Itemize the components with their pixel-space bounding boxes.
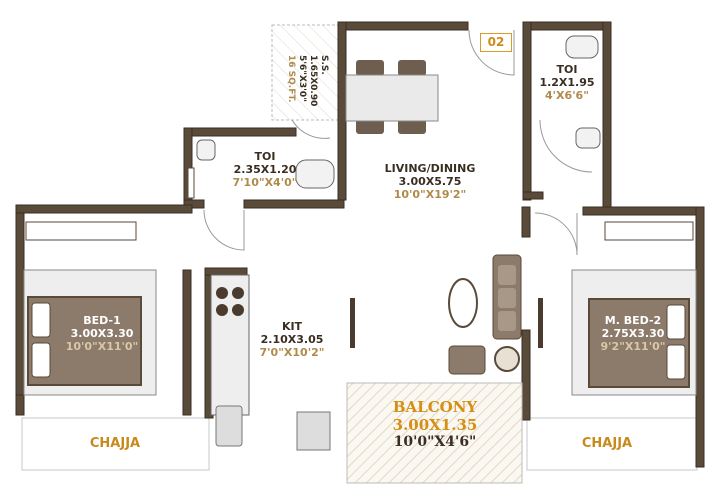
toilet-top-dim-ft: 4'X6'6" [545, 89, 589, 103]
balcony-dim-ft: 10'0"X4'6" [393, 434, 477, 450]
bed1-label: BED-1 3.00X3.30 10'0"X11'0" [52, 314, 152, 354]
service-shaft-area [271, 24, 339, 121]
service-shaft-area: 16 SQ.FT. [286, 55, 296, 103]
toilet-left-dim-ft: 7'10"X4'0" [232, 176, 298, 190]
kitchen-label: KIT 2.10X3.05 7'0"X10'2" [252, 320, 332, 360]
balcony-name: BALCONY [392, 398, 478, 416]
windows [25, 167, 694, 241]
toilet-top-dim-m: 1.2X1.95 [539, 76, 595, 90]
toilet-left-label: TOI 2.35X1.20 7'10"X4'0" [210, 150, 320, 190]
toilet-left-dim-m: 2.35X1.20 [233, 163, 297, 177]
toilet-left-name: TOI [254, 150, 276, 163]
bed1-dim-m: 3.00X3.30 [70, 327, 134, 341]
mbed2-dim-m: 2.75X3.30 [601, 327, 665, 341]
living-dining-name: LIVING/DINING [384, 162, 476, 175]
chajja-left-area [21, 417, 210, 471]
toilet-top-name: TOI [556, 63, 578, 76]
chajja-left-label: CHAJJA [89, 436, 141, 451]
sliding-doors [350, 298, 543, 348]
service-shaft-dim-ft: 5'6"X3'0" [297, 55, 307, 102]
service-shaft-dim-m: 1.65X0.90 [308, 55, 318, 107]
balcony-label: BALCONY 3.00X1.35 10'0"X4'6" [360, 398, 510, 451]
chajja-right-area [526, 417, 698, 471]
toilet-fixtures [196, 35, 601, 189]
sofa-set [448, 254, 522, 375]
kitchen-dim-ft: 7'0"X10'2" [259, 346, 325, 360]
bed1-name: BED-1 [83, 314, 121, 327]
service-shaft-label: S.S. 1.65X0.90 5'6"X3'0" 16 SQ.FT. [281, 30, 341, 110]
living-dining-dim-ft: 10'0"X19'2" [393, 188, 467, 202]
living-dining-dim-m: 3.00X5.75 [398, 175, 462, 189]
balcony-outline [346, 382, 523, 484]
balcony-dim-m: 3.00X1.35 [392, 416, 478, 434]
mbed2-label: M. BED-2 2.75X3.30 9'2"X11'0" [588, 314, 678, 354]
mbed2-name: M. BED-2 [604, 314, 662, 327]
kitchen-name: KIT [281, 320, 303, 333]
bed1-dim-ft: 10'0"X11'0" [65, 340, 139, 354]
balcony-floor [347, 383, 522, 483]
chajja-right-label: CHAJJA [581, 436, 633, 451]
unit-number-badge: 02 [480, 33, 512, 52]
mbed2-dim-ft: 9'2"X11'0" [600, 340, 666, 354]
kitchen-dim-m: 2.10X3.05 [260, 333, 324, 347]
living-dining-label: LIVING/DINING 3.00X5.75 10'0"X19'2" [370, 162, 490, 202]
door-swings [203, 29, 593, 256]
bed-1 [23, 269, 157, 396]
service-shaft-name: S.S. [319, 55, 329, 75]
toilet-top-label: TOI 1.2X1.95 4'X6'6" [527, 63, 607, 103]
kitchen-counter [210, 274, 331, 451]
dining-set [345, 60, 439, 134]
mbed-2 [571, 269, 697, 396]
